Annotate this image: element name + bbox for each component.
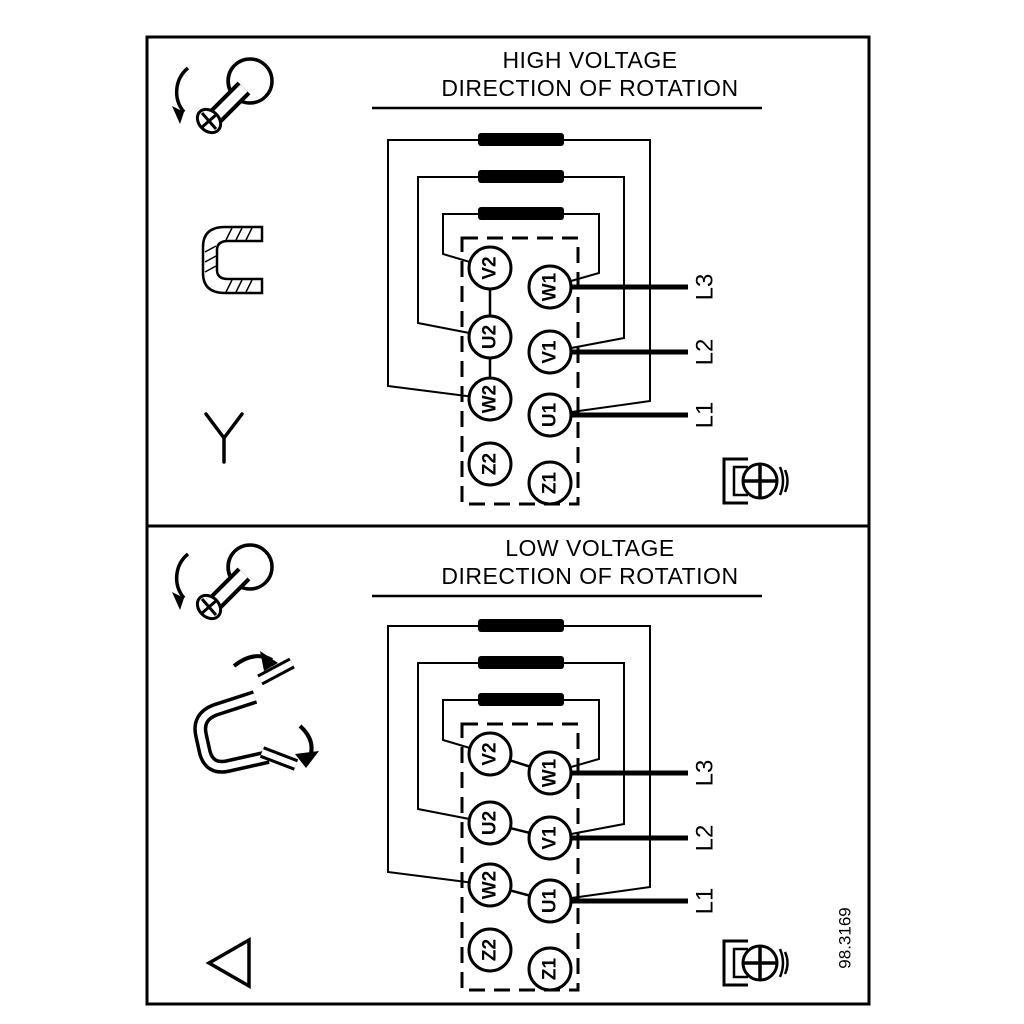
winding-loops bbox=[387, 618, 651, 902]
terminal-label-z2: Z2 bbox=[480, 939, 501, 961]
supply-label-l1: L1 bbox=[692, 888, 719, 915]
panel-title: LOW VOLTAGE bbox=[505, 535, 675, 561]
ground-screw-icon bbox=[722, 939, 790, 987]
winding-loops bbox=[387, 132, 651, 416]
terminal-label-z1: Z1 bbox=[540, 957, 561, 980]
terminal-label-v1: V1 bbox=[540, 340, 561, 364]
supply-label-l2: L2 bbox=[692, 339, 719, 366]
figure-code: 98.3169 bbox=[836, 907, 855, 968]
jumper-placement-icon bbox=[193, 651, 319, 774]
low-voltage-panel: LOW VOLTAGE DIRECTION OF ROTATION bbox=[172, 535, 855, 990]
supply-label-l2: L2 bbox=[692, 825, 719, 852]
terminal-label-u1: U1 bbox=[540, 888, 561, 913]
terminal-label-z1: Z1 bbox=[540, 471, 561, 494]
low-voltage-frame bbox=[145, 524, 871, 1006]
supply-label-l1: L1 bbox=[692, 402, 719, 429]
screw-rotation-icon bbox=[172, 545, 272, 623]
panel-subtitle: DIRECTION OF ROTATION bbox=[441, 75, 738, 101]
terminal-label-w1: W1 bbox=[540, 272, 561, 301]
terminal-label-v2: V2 bbox=[480, 256, 501, 279]
panel-title: HIGH VOLTAGE bbox=[502, 47, 677, 73]
terminal-label-u2: U2 bbox=[480, 811, 501, 835]
supply-label-l3: L3 bbox=[692, 274, 719, 301]
terminal-label-u2: U2 bbox=[480, 325, 501, 349]
delta-symbol bbox=[205, 936, 251, 990]
jumper-bracket-icon bbox=[201, 225, 264, 295]
terminal-label-u1: U1 bbox=[540, 402, 561, 427]
panel-subtitle: DIRECTION OF ROTATION bbox=[441, 563, 738, 589]
star-symbol bbox=[204, 412, 244, 464]
terminal-label-w2: W2 bbox=[480, 871, 501, 900]
terminal-label-w1: W1 bbox=[540, 758, 561, 787]
supply-label-l3: L3 bbox=[692, 760, 719, 787]
terminal-label-v1: V1 bbox=[540, 826, 561, 850]
high-voltage-panel: HIGH VOLTAGE DIRECTION OF ROTATION V2 U2 bbox=[172, 47, 790, 505]
terminal-label-v2: V2 bbox=[480, 742, 501, 765]
screw-rotation-icon bbox=[172, 59, 272, 137]
terminal-label-w2: W2 bbox=[480, 385, 501, 414]
terminal-label-z2: Z2 bbox=[480, 453, 501, 475]
ground-screw-icon bbox=[722, 457, 790, 505]
